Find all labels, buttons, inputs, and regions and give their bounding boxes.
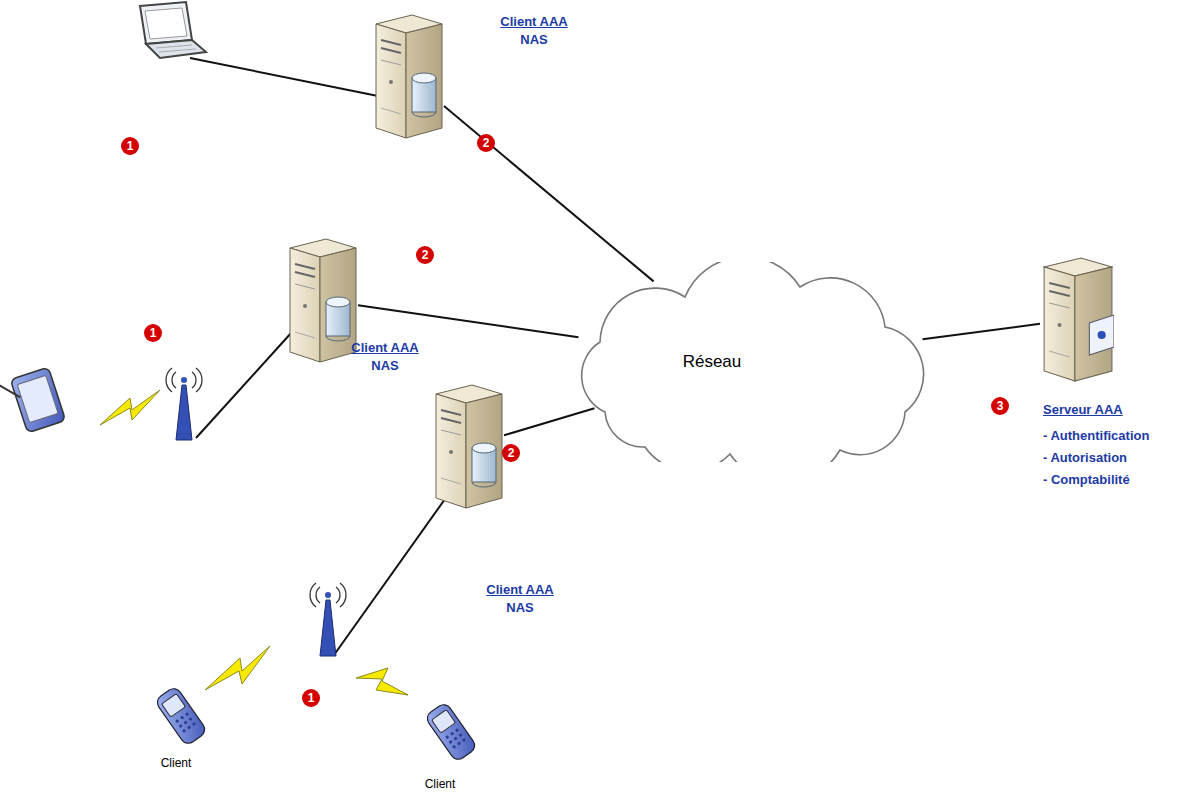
callout-number: 1 [121, 137, 139, 155]
server-icon [372, 12, 444, 140]
callout-number: 2 [477, 134, 495, 152]
network-cloud: Réseau [565, 262, 935, 462]
node-label: Client AAA [486, 582, 553, 598]
cloud-shape [565, 262, 935, 462]
node-text: Client [425, 777, 456, 791]
callout-number: 3 [991, 397, 1009, 415]
wireless-bolt [100, 390, 408, 695]
callout-number: 2 [416, 246, 434, 264]
node-label: NAS [520, 32, 547, 48]
node-label: - Authentification [1043, 428, 1149, 444]
callout-number: 1 [144, 324, 162, 342]
server-node: Client AAANAS [286, 236, 358, 364]
server-icon [1040, 255, 1114, 383]
node-label: Client AAA [500, 14, 567, 30]
network-link [444, 106, 654, 281]
node-label: NAS [371, 358, 398, 374]
client-device: Client [148, 686, 214, 746]
network-link [923, 324, 1040, 339]
laptop-icon [140, 2, 206, 58]
network-link [358, 305, 578, 337]
node-text: Réseau [683, 352, 742, 372]
tablet-icon [0, 367, 66, 437]
node-label: NAS [506, 600, 533, 616]
network-link [504, 408, 594, 435]
client-device: Client [418, 702, 484, 762]
node-label: - Autorisation [1043, 450, 1127, 466]
phone-icon [148, 686, 214, 746]
node-label: Client AAA [351, 340, 418, 356]
node-text: Client [161, 756, 192, 770]
phone-icon [418, 702, 484, 762]
callout-number: 2 [502, 444, 520, 462]
wires [190, 58, 450, 655]
node-label: - Comptabilité [1043, 472, 1130, 488]
server-node: Client AAANAS [372, 12, 444, 140]
antenna-icon [310, 583, 346, 656]
server-icon [432, 382, 504, 510]
server-node: Serveur AAA- Authentification- Autorisat… [1040, 255, 1114, 383]
antenna-icon [166, 368, 202, 440]
server-icon [286, 236, 358, 364]
server-node: Client AAANAS [432, 382, 504, 510]
callout-number: 1 [302, 689, 320, 707]
node-label: Serveur AAA [1043, 402, 1123, 418]
